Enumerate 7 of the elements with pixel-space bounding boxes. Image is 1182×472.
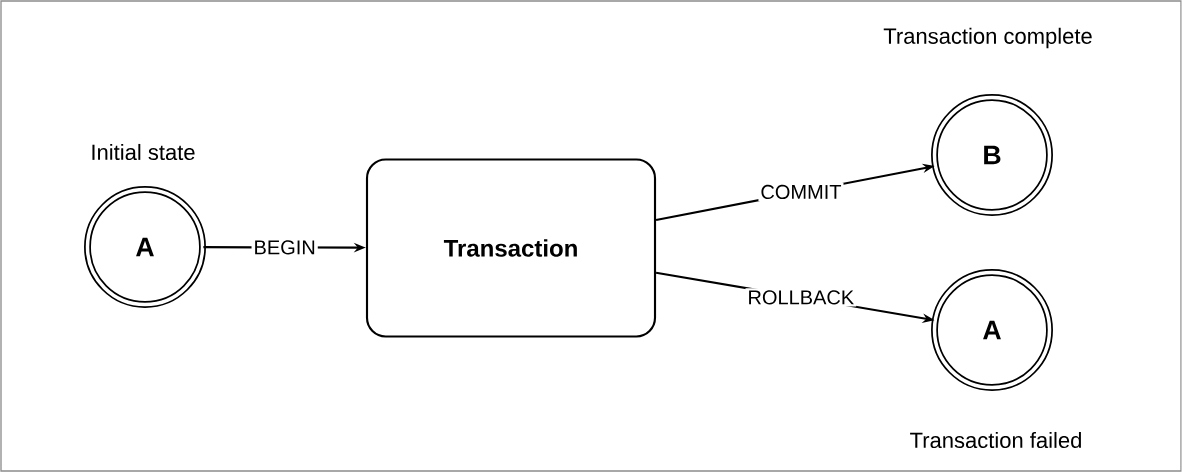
process-box: Transaction xyxy=(365,158,657,338)
state-caption: Transaction complete xyxy=(883,27,1092,49)
edge-label: ROLLBACK xyxy=(749,290,854,305)
state-caption: Transaction failed xyxy=(910,431,1081,449)
edge-label: BEGIN xyxy=(255,240,315,255)
state-caption: Initial state xyxy=(92,143,195,161)
edge-label: COMMIT xyxy=(761,184,842,200)
